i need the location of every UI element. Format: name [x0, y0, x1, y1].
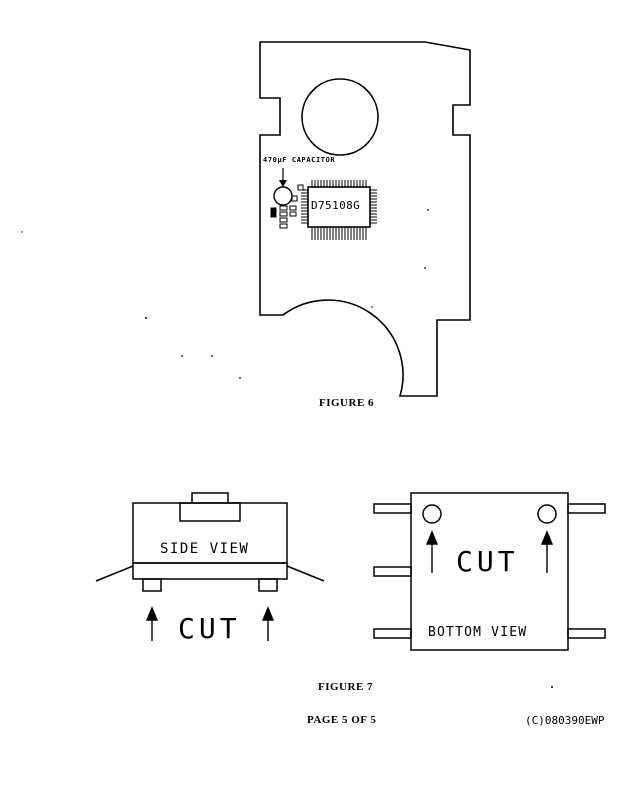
figure-6-caption: FIGURE 6	[319, 397, 375, 409]
bottom-view-label: BOTTOM VIEW	[428, 625, 528, 640]
bottom-view-drawing	[373, 492, 606, 651]
capacitor	[273, 186, 293, 206]
smd-components	[270, 184, 304, 229]
bottom-cut-label: CUT	[456, 545, 519, 578]
figure-7-caption: FIGURE 7	[318, 681, 374, 693]
bottom-view-arrows	[425, 530, 554, 573]
circuit-board-outline	[259, 41, 471, 397]
chip-label: D75108G	[311, 199, 361, 212]
side-view-label: SIDE VIEW	[160, 541, 250, 557]
side-view-arrows	[145, 606, 275, 641]
page-number: PAGE 5 OF 5	[307, 714, 377, 726]
scan-specks	[21, 209, 429, 379]
side-cut-label: CUT	[178, 612, 241, 645]
capacitor-label: 470µF CAPACITOR	[263, 156, 336, 164]
board-round-hole	[301, 78, 379, 156]
ic-pins	[301, 180, 377, 240]
side-view-drawing	[95, 492, 325, 592]
copyright-notice: (C)080390EWP	[525, 714, 605, 727]
